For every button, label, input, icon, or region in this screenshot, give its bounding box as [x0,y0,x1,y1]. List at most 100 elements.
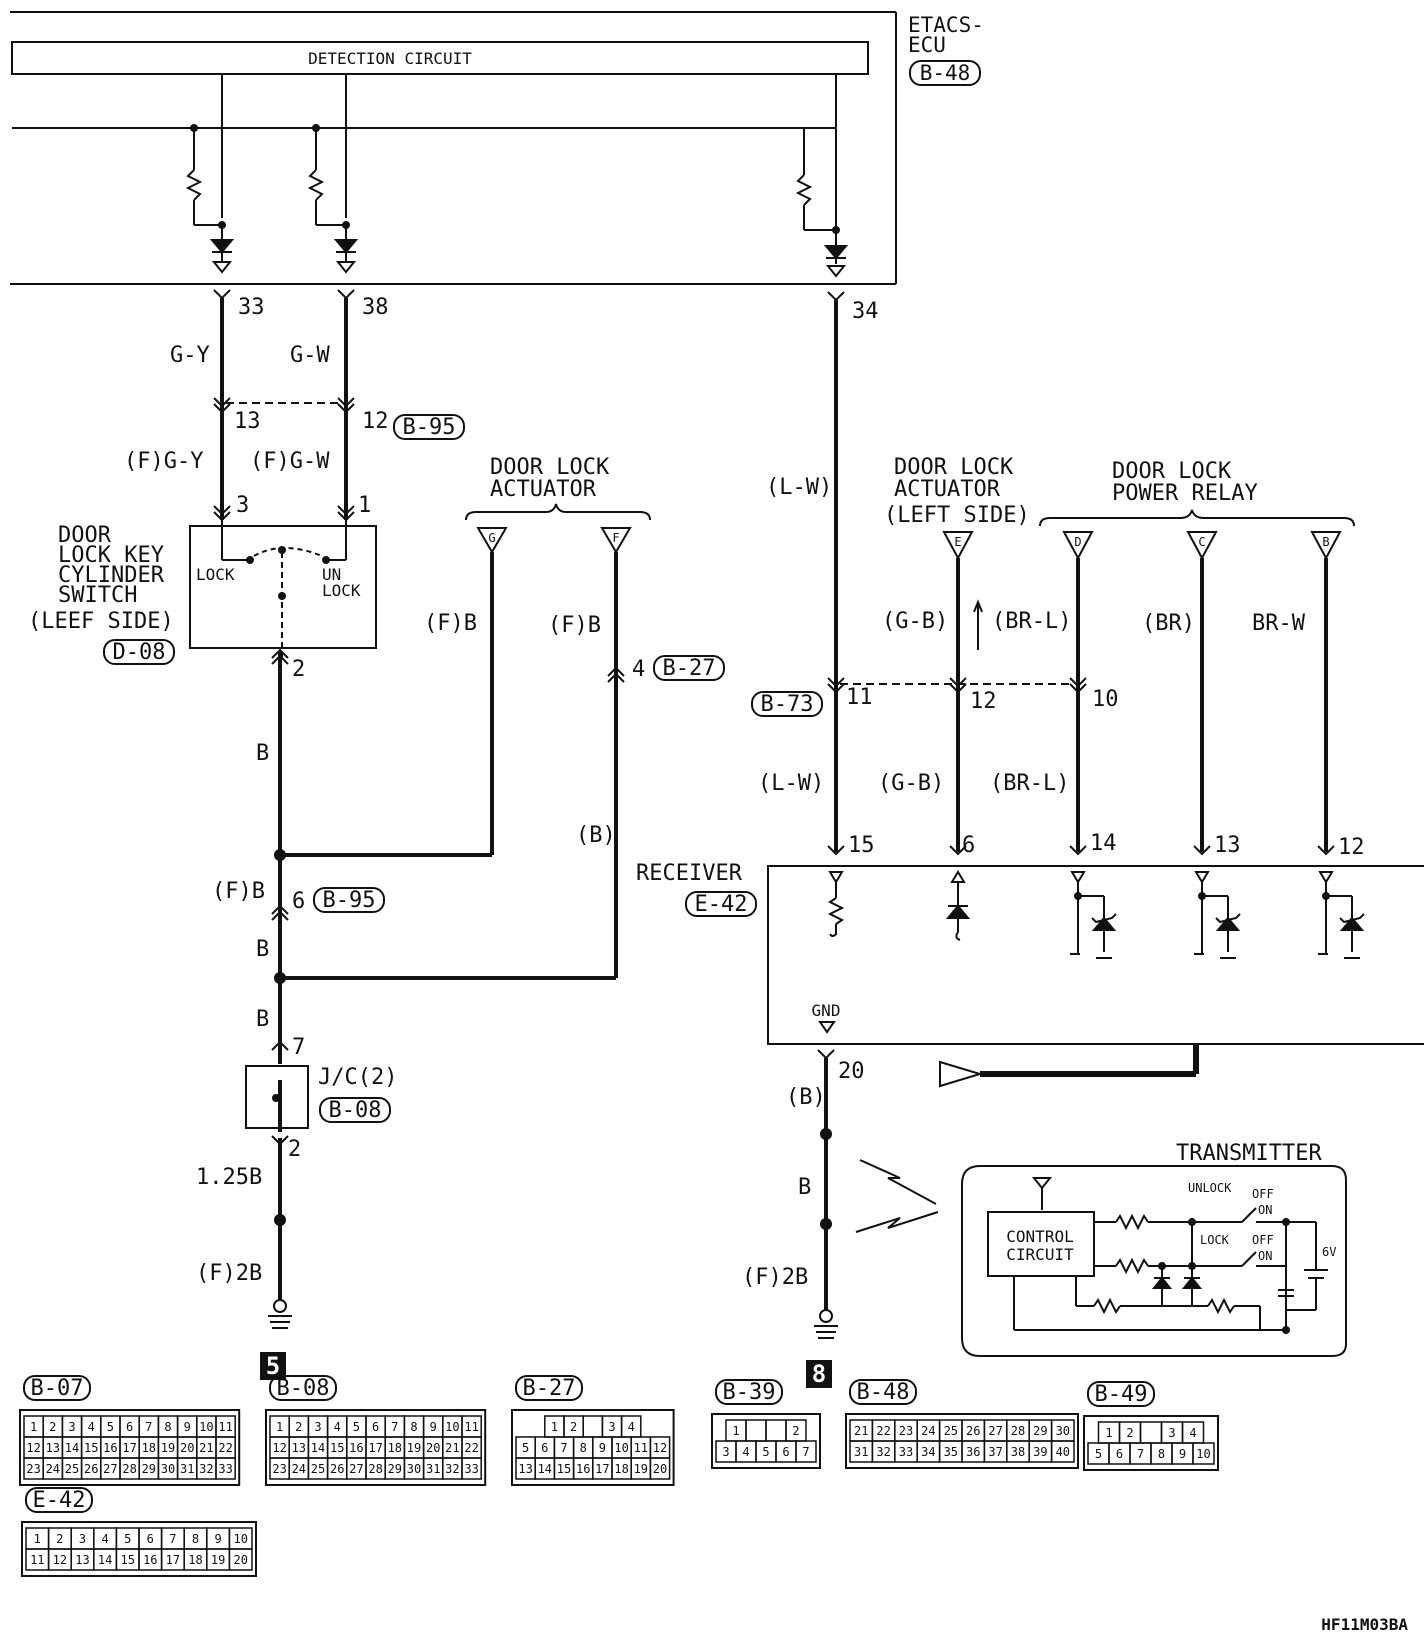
transmitter-control-line1: CONTROL [1006,1227,1073,1246]
connector-pin-number: 31 [180,1462,194,1476]
svg-text:D-08: D-08 [113,640,166,665]
connector-pin-number: 34 [921,1445,935,1459]
transmitter-battery: 6V [1322,1245,1336,1259]
connector-pin-number: 12 [272,1441,286,1455]
relay-line1: DOOR LOCK [1112,459,1232,484]
wire-label-f-b-mid: (F)B [212,879,265,904]
transmitter-control-line2: CIRCUIT [1006,1245,1074,1264]
connector-pin-number: 22 [876,1424,890,1438]
connector-pin-number: 10 [445,1420,459,1434]
connector-pin-number: 15 [330,1441,344,1455]
connector-pin-number: 4 [1189,1426,1196,1440]
wire-label-b-gnd: (B) [786,1085,826,1110]
connector-pin-number: 12 [26,1441,40,1455]
connector-pin-number: 9 [1179,1447,1186,1461]
splice-5 [820,1218,832,1230]
wire-label-gb-top: (G-B) [882,609,948,634]
figure-code: HF11M03BA [1321,1615,1408,1634]
connector-pin-number: 1 [276,1420,283,1434]
connector-cell [228,1548,253,1571]
connector-pin-number: 19 [211,1553,225,1567]
wire-label-f-gy: (F)G-Y [124,449,203,474]
jc-connector-badge: B-08 [319,1097,391,1123]
svg-text:B-08: B-08 [329,1098,382,1123]
transmitter-box [961,1165,1347,1357]
connector-pin-number: 9 [214,1532,221,1546]
connector-cell [1050,1440,1075,1463]
jc-pin-7: 7 [292,1035,305,1060]
connector-pin-number: 29 [1033,1424,1047,1438]
connector-pin-number: 32 [445,1462,459,1476]
connector-pin-number: 8 [192,1532,199,1546]
connector-pin-number: 5 [124,1532,131,1546]
switch-lock-label: LOCK [196,565,235,584]
connector-pin-number: 16 [576,1462,590,1476]
connector-pin-number: 36 [966,1445,980,1459]
connector-pin-number: 9 [430,1420,437,1434]
svg-text:5: 5 [266,1352,280,1380]
receiver-pin-6: 6 [962,833,975,858]
connector-pin-number: 4 [742,1445,749,1459]
wire-label-lw-bot: (L-W) [758,771,824,796]
b95-top-badge: B-95 [393,414,465,440]
connector-pin-number: 6 [372,1420,379,1434]
ecu-name-line2: ECU [908,33,946,57]
connector-pin-number: 6 [147,1532,154,1546]
b95-pin-13: 13 [234,409,261,434]
wire-label-brl-bot: (BR-L) [990,771,1069,796]
wire-label-f2b-left: (F)2B [196,1261,262,1286]
connector-pin-number: 6 [782,1445,789,1459]
connector-pin-number: 27 [349,1462,363,1476]
connector-cell [1139,1421,1163,1444]
junction-b95-top [213,397,355,414]
transmitter-on2: ON [1258,1249,1272,1263]
key-cylinder-switch [189,505,377,658]
relay-term-d: D [1074,535,1081,549]
connector-pin-number: 4 [334,1420,341,1434]
wire-label-gy: G-Y [170,343,210,368]
relay-brace [1039,509,1355,527]
connector-pin-number: 12 [653,1441,667,1455]
receiver-gnd: GND [812,1001,841,1020]
connector-pin-number: 25 [311,1462,325,1476]
b95-pin-6: 6 [292,889,305,914]
connector-pin-number: 5 [107,1420,114,1434]
switch-pin-3: 3 [236,493,249,518]
connector-pin-number: 21 [199,1441,213,1455]
jc-box [245,1065,309,1129]
connector-pin-number: 33 [218,1462,232,1476]
relay-term-c: C [1198,535,1205,549]
b95-pin-12: 12 [362,409,389,434]
connector-cell [795,1440,817,1463]
connector-pin-number: 13 [518,1462,532,1476]
pin-forks [213,289,845,302]
wire-label-f-b-right: (F)B [548,613,601,638]
connector-pin-number: 14 [311,1441,325,1455]
connector-pin-number: 7 [169,1532,176,1546]
connector-cell [1192,1442,1215,1465]
connector-pin-number: 2 [49,1420,56,1434]
connector-pin-number: 3 [608,1420,615,1434]
svg-text:B-48: B-48 [920,61,971,85]
connector-pin-number: 38 [1011,1445,1025,1459]
connector-pin-number: 8 [580,1441,587,1455]
connector-name: B-08 [277,1376,330,1401]
connector-pin-number: 23 [899,1424,913,1438]
receiver-pin-12: 12 [1338,835,1365,860]
transmitter-unlock: UNLOCK [1188,1181,1232,1195]
connector-pin-number: 30 [1056,1424,1070,1438]
connector-pin-number: 4 [628,1420,635,1434]
connector-pin-number: 11 [634,1441,648,1455]
connector-pin-number: 40 [1056,1445,1070,1459]
transmitter-on1: ON [1258,1203,1272,1217]
connector-pin-number: 17 [595,1462,609,1476]
svg-text:B-95: B-95 [323,888,376,913]
switch-connector-badge: D-08 [103,639,175,665]
switch-name-line1: DOOR [58,523,112,548]
connector-cell [745,1419,767,1442]
actuator-mid-line1: DOOR LOCK [490,455,610,480]
connector-pin-number: 22 [218,1441,232,1455]
